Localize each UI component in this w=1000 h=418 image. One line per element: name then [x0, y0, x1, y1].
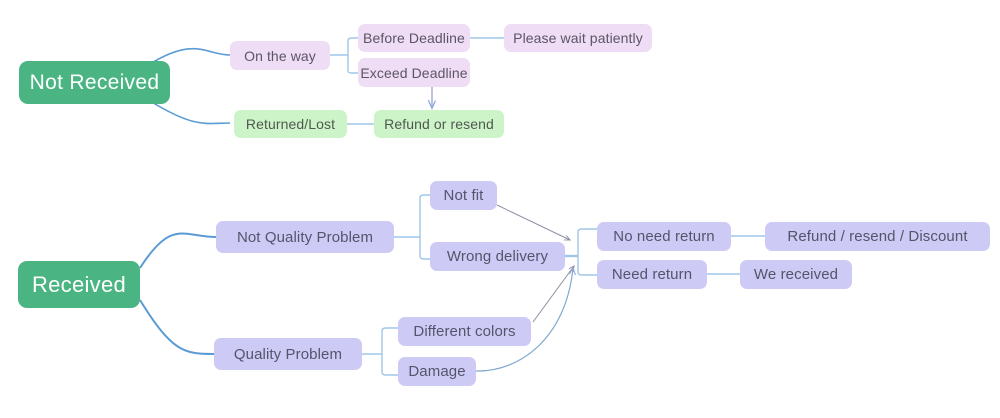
- edge-bracket-noneedreturn: [577, 228, 597, 233]
- node-exceed-deadline[interactable]: Exceed Deadline: [358, 58, 470, 87]
- node-not-quality-problem[interactable]: Not Quality Problem: [216, 221, 394, 253]
- edge-bracket-damage: [381, 371, 398, 376]
- edge-differentcolors-needreturn: [532, 266, 574, 323]
- node-not-received[interactable]: Not Received: [19, 61, 170, 104]
- edge-notreceived-returnedlost: [149, 100, 231, 125]
- node-refund-resend-discount[interactable]: Refund / resend / Discount: [765, 222, 990, 251]
- node-before-deadline[interactable]: Before Deadline: [358, 24, 470, 52]
- node-need-return[interactable]: Need return: [597, 260, 707, 289]
- node-received[interactable]: Received: [18, 261, 140, 308]
- edge-received-notqualityproblem: [139, 232, 217, 269]
- edge-bracket-notfit: [419, 194, 430, 199]
- node-wrong-delivery[interactable]: Wrong delivery: [430, 242, 565, 271]
- edge-bracket-beforedeadline: [347, 37, 358, 42]
- edge-bracket-wrongdelivery: [419, 255, 430, 260]
- node-on-the-way[interactable]: On the way: [230, 41, 330, 70]
- node-please-wait-patiently[interactable]: Please wait patiently: [504, 24, 652, 52]
- node-refund-or-resend[interactable]: Refund or resend: [374, 110, 504, 138]
- node-not-fit[interactable]: Not fit: [430, 181, 497, 210]
- node-we-received[interactable]: We received: [740, 260, 852, 289]
- edge-bracket-exceeddeadline: [347, 70, 358, 74]
- edge-bracket-needreturn: [577, 271, 597, 276]
- edge-bracket-differentcolors: [381, 327, 398, 332]
- node-damage[interactable]: Damage: [398, 357, 476, 386]
- node-no-need-return[interactable]: No need return: [597, 222, 731, 251]
- node-returned-lost[interactable]: Returned/Lost: [234, 110, 347, 138]
- edge-received-qualityproblem: [139, 299, 215, 355]
- edge-notfit-noneedreturn: [496, 204, 570, 240]
- node-quality-problem[interactable]: Quality Problem: [214, 338, 362, 370]
- node-different-colors[interactable]: Different colors: [398, 317, 531, 346]
